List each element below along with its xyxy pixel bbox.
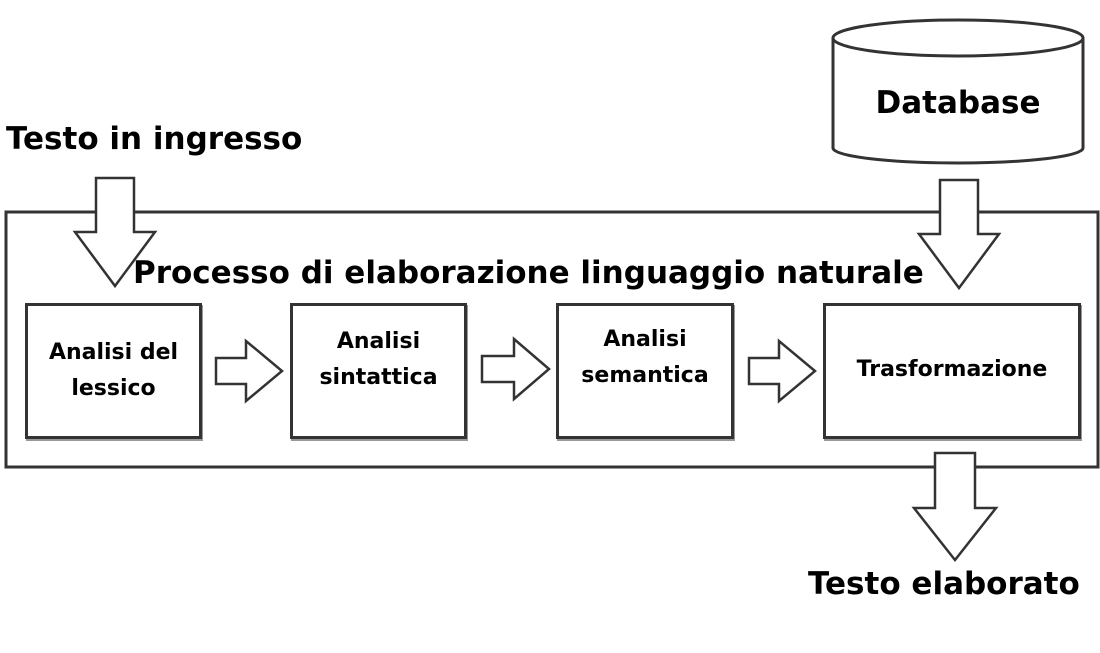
- stage-arrow-2-icon: [480, 336, 551, 402]
- stage-arrow-3-icon: [747, 338, 817, 404]
- stage-label: Trasformazione: [856, 357, 1048, 382]
- database-down-arrow-icon: [916, 178, 1002, 291]
- stage-box-semantic: Analisi semantica: [556, 303, 734, 439]
- stage-label: Analisi semantica: [581, 327, 709, 388]
- stage-label: Analisi del lessico: [48, 340, 179, 401]
- input-down-arrow-icon: [72, 176, 158, 289]
- stage-box-syntactic: Analisi sintattica: [290, 303, 467, 439]
- process-frame: [4, 210, 1100, 469]
- stage-box-lexical: Analisi del lessico: [25, 303, 202, 439]
- input-label: Testo in ingresso: [6, 121, 303, 157]
- output-down-arrow-icon: [911, 451, 999, 563]
- stage-box-transformation: Trasformazione: [823, 303, 1081, 439]
- output-label: Testo elaborato: [808, 566, 1080, 602]
- process-title: Processo di elaborazione linguaggio natu…: [133, 255, 924, 291]
- stage-arrow-1-icon: [214, 338, 284, 404]
- database-label: Database: [875, 85, 1041, 121]
- stage-label: Analisi sintattica: [319, 329, 438, 390]
- database-cylinder-icon: [831, 18, 1085, 165]
